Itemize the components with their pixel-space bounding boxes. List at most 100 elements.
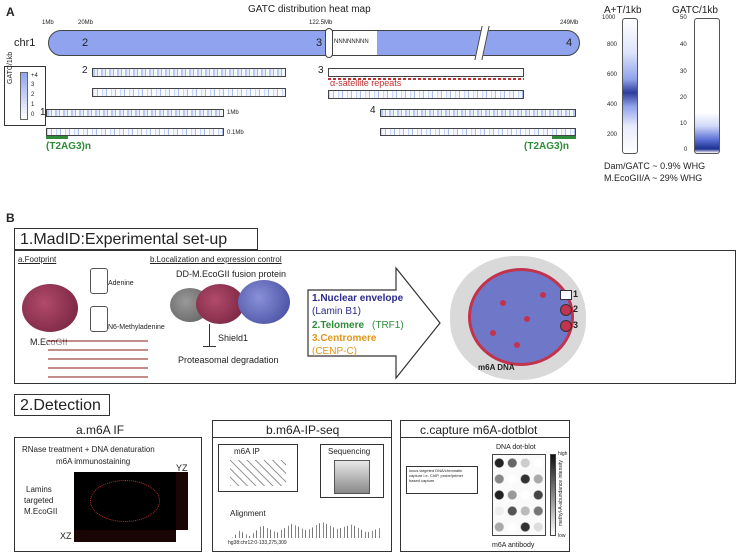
legend-tick-0: 0 [31, 112, 35, 118]
gatc-tick-0: 0 [684, 147, 688, 153]
target-nuclear-envelope: 1.Nuclear envelope [312, 293, 404, 304]
if-lamins: Lamins [26, 485, 52, 494]
if-ecogii: M.EcoGII [24, 507, 58, 516]
if-yz-label: YZ [176, 463, 188, 473]
targets-arrow [307, 266, 441, 380]
alignment-label: Alignment [230, 509, 266, 518]
gatc-tick-30: 30 [680, 69, 687, 75]
hist2-title: GATC/1kb [672, 5, 718, 16]
alignment-coords: hg38:chr12:0-133,275,309 [228, 540, 287, 546]
tel-right-detail [380, 128, 576, 136]
marker-4-zoom: 4 [370, 105, 376, 116]
alpha-satellite-label: α-satellite repeats [330, 78, 402, 88]
chromosome-1 [48, 30, 580, 56]
pos-20mb: 20Mb [78, 20, 94, 26]
note-ecogii: M.EcoGII/A ~ 29% WHG [604, 173, 703, 183]
n-region-label: NNNNNNNN [334, 39, 369, 45]
centromere-notch [325, 28, 333, 58]
targeting-domain [238, 280, 290, 324]
scale-01mb-left: 0.1Mb [227, 130, 244, 136]
ip-antibody-sketch [230, 460, 286, 486]
if-nucleus-ring [90, 480, 160, 522]
gatc-tick-40: 40 [680, 42, 687, 48]
degradation-label: Proteasomal degradation [178, 355, 279, 365]
zoom-3-track [328, 68, 524, 77]
pos-122mb: 122.5Mb [309, 20, 333, 26]
nucleus-dot [514, 342, 520, 348]
ipseq-title: b.m6A-IP-seq [266, 423, 340, 437]
at-tick-200: 200 [607, 132, 618, 138]
legend-tick-3: 3 [31, 82, 35, 88]
nucleus-dot [540, 292, 546, 298]
sequencer-icon [334, 460, 370, 494]
at-tick-1000: 1000 [602, 15, 616, 21]
telomere-right-label: (T2AG3)n [524, 141, 569, 152]
marker-4: 4 [566, 37, 573, 49]
legend-tick-2: 2 [31, 92, 35, 98]
sequencing-box [320, 444, 384, 498]
dotblot-note: locus targeted DNA/chromatin capture i.e… [406, 466, 478, 494]
zoom-2-detail [92, 88, 286, 97]
ecogii-domain [196, 284, 244, 324]
dotblot-header [400, 420, 570, 438]
ecogii-structure [22, 284, 78, 332]
dotblot-scale-label: methyl-A-abundance intensity [558, 460, 564, 526]
nucleus-dot [500, 300, 506, 306]
zoom-3-detail [328, 90, 524, 99]
fusion-label: DD-M.EcoGII fusion protein [176, 269, 287, 279]
dotblot-scale [550, 454, 556, 536]
gatc-tick-10: 10 [680, 121, 687, 127]
inset-1 [560, 290, 572, 300]
gatc-histogram [694, 18, 720, 154]
if-line2: m6A immunostaining [56, 457, 131, 466]
marker-1: 1 [40, 107, 46, 118]
cell-marker-3: 3 [573, 320, 579, 330]
alpha-satellite-bar [328, 78, 524, 80]
telomere-left-label: (T2AG3)n [46, 141, 91, 152]
m6a-dna-label: m6A DNA [478, 363, 515, 372]
at-histogram [622, 18, 638, 154]
gatc-legend-bar [20, 72, 28, 120]
setup-box [14, 250, 736, 384]
zoom-2-label: 2 [82, 65, 88, 76]
shield-label: Shield1 [218, 333, 249, 343]
inset-3 [560, 320, 572, 332]
sequencing-label: Sequencing [328, 447, 371, 456]
dotblot-label: DNA dot-blot [496, 444, 536, 451]
dotblot-grid [492, 454, 546, 536]
tel-right-track [380, 109, 576, 117]
cell-nucleus [468, 268, 574, 366]
ipseq-box [212, 420, 392, 552]
target-telomere: 2.Telomere [312, 320, 365, 331]
at-tick-600: 600 [607, 72, 618, 78]
pos-249mb: 249Mb [560, 20, 579, 26]
tel-left-bar [46, 136, 68, 139]
adenine-label: Adenine [108, 280, 134, 287]
dotblot-box [400, 420, 570, 552]
gatc-tick-50: 50 [680, 15, 687, 21]
heatmap-title: GATC distribution heat map [248, 4, 371, 15]
if-xz-label: XZ [60, 531, 72, 541]
ipseq-header [212, 420, 392, 438]
legend-tick-1: 1 [31, 102, 35, 108]
if-xz-view [74, 530, 176, 542]
target-cenpc: (CENP-C) [312, 346, 357, 357]
panel-a-letter: A [6, 5, 15, 19]
section2-title: 2.Detection [14, 394, 110, 416]
pos-1mb: 1Mb [42, 20, 54, 26]
methyladenine-label: N6-Methyladenine [108, 324, 165, 331]
marker-3: 3 [316, 37, 323, 49]
cell-marker-2: 2 [573, 304, 579, 314]
nucleus-dot [490, 330, 496, 336]
methyladenine-structure [90, 306, 108, 332]
gatc-legend-title: GATC/1kb [7, 51, 14, 84]
section1-title: 1.MadID:Experimental set-up [14, 228, 258, 250]
if-title: a.m6A IF [76, 423, 125, 437]
inset-2 [560, 304, 572, 316]
dotblot-antibody: m6A antibody [492, 542, 535, 549]
marker-2: 2 [82, 37, 89, 49]
at-tick-400: 400 [607, 102, 618, 108]
adenine-structure [90, 268, 108, 294]
dotblot-title: c.capture m6A-dotblot [420, 423, 538, 437]
zoom-2-track [92, 68, 286, 77]
